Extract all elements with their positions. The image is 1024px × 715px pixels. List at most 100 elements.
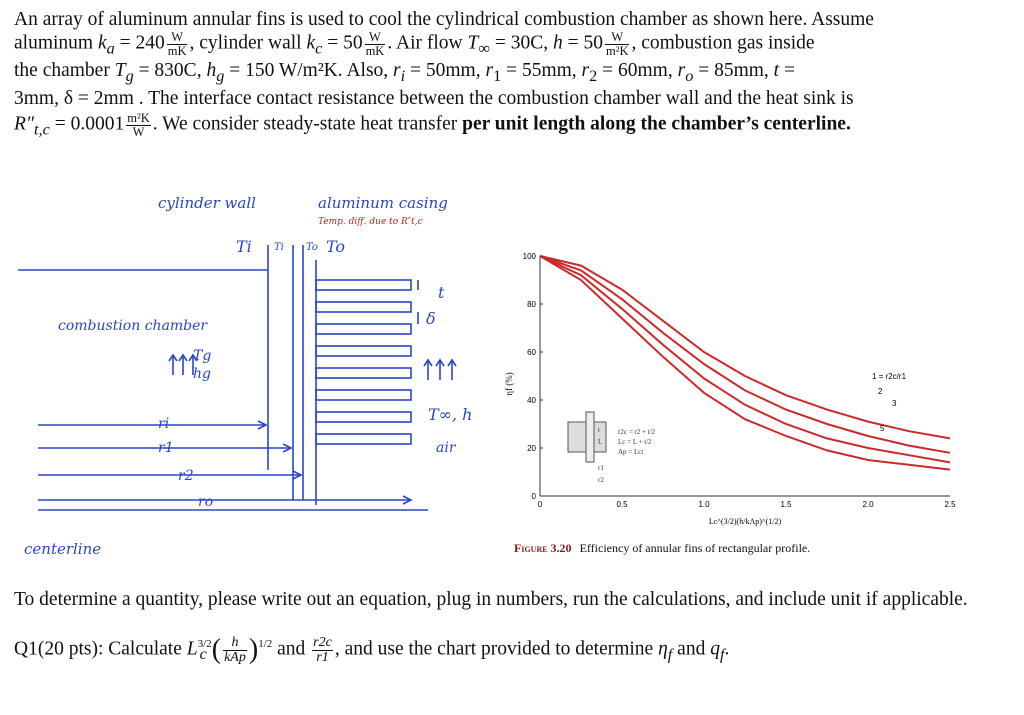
value-tg: = 830C,	[133, 60, 202, 82]
intro-text: An array of aluminum annular fins is use…	[14, 9, 874, 30]
question-text: and	[677, 638, 706, 660]
intro-text: aluminum	[14, 32, 94, 54]
label-ri: ri	[158, 416, 169, 432]
label-Ti: Ti	[236, 237, 252, 256]
inset-r1: r1	[598, 464, 604, 472]
y-tick-label: 100	[523, 252, 537, 261]
label-centerline: centerline	[24, 540, 101, 558]
x-tick-label: 0	[538, 500, 543, 509]
intro-line-4: 3mm, δ = 2mm . The interface contact res…	[14, 87, 1012, 110]
inset-L: L	[598, 438, 602, 446]
value-r2: = 60mm,	[597, 60, 673, 82]
intro-text: . Air flow	[387, 32, 463, 54]
emphasis-text: per unit length along the chamber’s cent…	[462, 113, 851, 135]
value-kc: = 50	[322, 32, 363, 54]
series-line-1	[539, 255, 951, 440]
value-h: = 50	[562, 32, 603, 54]
y-tick-label: 40	[527, 396, 536, 405]
figure-caption: Figure 3.20 Efficiency of annular fins of…	[514, 541, 810, 556]
value-ro: = 85mm,	[693, 60, 769, 82]
y-tick-label: 80	[527, 300, 536, 309]
label-combustion-chamber: combustion chamber	[58, 318, 208, 334]
intro-text: the chamber	[14, 60, 110, 82]
fin	[315, 389, 412, 401]
label-tinf-h: T∞, h	[428, 405, 472, 424]
series-label-3: 3	[892, 399, 897, 408]
symbol-q: q	[710, 638, 720, 660]
fin	[315, 323, 412, 335]
value-t: =	[779, 60, 795, 82]
inset-t: t	[598, 426, 600, 434]
label-To-small: To	[306, 242, 318, 253]
symbol-h: h	[552, 32, 563, 54]
value-r1: = 55mm,	[501, 60, 577, 82]
fin	[315, 301, 412, 313]
label-delta: δ	[426, 309, 436, 328]
problem-statement: An array of aluminum annular fins is use…	[14, 8, 1012, 140]
symbol-eta: η	[658, 638, 668, 660]
question-text: , and use the chart provided to determin…	[334, 638, 654, 660]
fin	[315, 433, 412, 445]
x-axis-label: Lc^(3/2)(h/kAp)^(1/2)	[709, 517, 782, 526]
intro-text: , combustion gas inside	[631, 32, 815, 54]
value-tinf: = 30C,	[489, 32, 549, 54]
caption-text: Efficiency of annular fins of rectangula…	[579, 541, 811, 555]
instructions: To determine a quantity, please write ou…	[14, 588, 1012, 611]
fin	[315, 345, 412, 357]
figure-number: Figure 3.20	[514, 541, 572, 555]
label-temp-diff: Temp. diff. due to R″t,c	[318, 217, 423, 227]
fin-sketch: cylinder wall aluminum casing Temp. diff…	[18, 194, 472, 558]
label-Ti-small: Ti	[274, 242, 284, 253]
label-t: t	[438, 283, 445, 302]
inset-Ap-eq: Ap = Lct	[618, 448, 643, 456]
series-line-5	[539, 255, 951, 471]
series-label-2: 2	[878, 387, 883, 396]
value-ri: = 50mm,	[405, 60, 481, 82]
label-r2: r2	[178, 468, 194, 484]
question-text: Q1(20 pts): Calculate	[14, 638, 182, 660]
label-To: To	[326, 237, 345, 256]
inset-diagram: t L r1 r2 r2c = r2 + t/2 Lc = L + t/2 Ap…	[567, 411, 656, 484]
intro-line-3: the chamber Tg = 830C, hg = 150 W/m²K. A…	[14, 60, 795, 86]
y-tick-label: 60	[527, 348, 536, 357]
y-tick-label: 20	[527, 444, 536, 453]
x-tick-label: 1.5	[780, 500, 792, 509]
value-ka: = 240	[114, 32, 165, 54]
symbol-k: k	[306, 32, 316, 54]
label-r1: r1	[158, 440, 174, 456]
fin	[315, 279, 412, 291]
y-tick-label: 0	[532, 492, 537, 501]
intro-line-1: An array of aluminum annular fins is use…	[14, 8, 1012, 31]
subscript: a	[106, 39, 115, 58]
value-hg: = 150 W/m²K. Also,	[224, 60, 389, 82]
label-aluminum-casing: aluminum casing	[318, 194, 448, 212]
inset-r2c-eq: r2c = r2 + t/2	[618, 428, 656, 436]
label-cylinder-wall: cylinder wall	[158, 194, 256, 212]
intro-text: . We consider steady-state heat transfer	[152, 113, 458, 135]
symbol-T: T	[467, 32, 479, 54]
series-label-5: 5	[880, 424, 885, 433]
symbol-k: k	[97, 32, 107, 54]
x-tick-label: 1.0	[698, 500, 710, 509]
label-hg: hg	[193, 366, 211, 382]
fin	[315, 411, 412, 423]
intro-text: 3mm, δ = 2mm . The interface contact res…	[14, 87, 854, 109]
inset-Lc-eq: Lc = L + t/2	[618, 438, 652, 446]
instructions-text: To determine a quantity, please write ou…	[14, 589, 968, 610]
x-tick-label: 2.5	[944, 500, 956, 509]
series-line-2	[539, 255, 951, 454]
symbol-L: L	[186, 638, 198, 660]
inset-r2: r2	[598, 476, 604, 484]
label-air: air	[436, 440, 457, 456]
y-axis-label: ηf (%)	[504, 372, 514, 395]
